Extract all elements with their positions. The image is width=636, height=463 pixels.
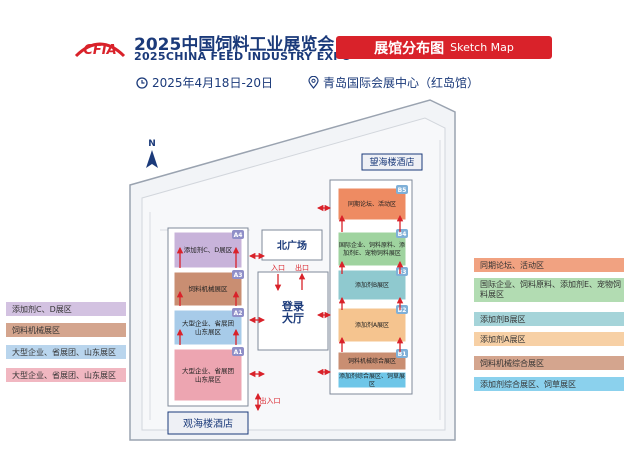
legend-item: 同期论坛、活动区 <box>474 258 624 272</box>
legend-item: 国际企业、饲料原料、添加剂E、宠物饲料展区 <box>474 278 624 302</box>
legend-item: 大型企业、省展团、山东展区 <box>6 345 126 359</box>
logo-text: CFIA <box>83 43 116 58</box>
hall-b1b[interactable]: 添加剂综合展区、饲草展区 <box>337 371 407 389</box>
svg-text:添加剂综合展区、饲草展: 添加剂综合展区、饲草展 <box>339 372 405 380</box>
hall-id-a2: A2 <box>234 310 243 317</box>
hotel-bottom-label: 观海楼酒店 <box>183 417 233 430</box>
clock-icon <box>136 76 148 89</box>
location-pin-icon <box>308 76 319 89</box>
hall-id-a1: A1 <box>234 349 243 356</box>
hall-id-b2: B2 <box>398 307 407 314</box>
hall-label-a4: 添加剂C、D展区 <box>184 245 233 254</box>
cfia-logo: CFIA <box>74 42 126 58</box>
hall-id-a3: A3 <box>234 272 243 279</box>
hotel-top-label: 望海楼酒店 <box>369 156 414 168</box>
svg-text:饲料机械展区: 饲料机械展区 <box>189 284 229 293</box>
map-title-cn: 展馆分布图 <box>374 40 445 57</box>
hall-label-b5: 同期论坛、活动区 <box>348 200 396 208</box>
svg-text:山东展区: 山东展区 <box>195 327 222 336</box>
hall-b3[interactable]: B3 添加剂B展区 <box>337 267 408 301</box>
entrance-exit-label: 出入口 <box>260 396 281 405</box>
legend-item: 大型企业、省展团、山东展区 <box>6 368 126 382</box>
svg-text:山东展区: 山东展区 <box>195 374 222 383</box>
legend-item: 添加剂C、D展区 <box>6 302 126 316</box>
expo-title: 2025中国饲料工业展览会 <box>134 35 335 55</box>
lobby-label-2: 大厅 <box>282 311 304 325</box>
map-title-en: Sketch Map <box>450 41 514 54</box>
svg-text:国际企业、饲料原料、添: 国际企业、饲料原料、添 <box>339 241 405 249</box>
svg-text:区: 区 <box>369 381 375 388</box>
entrance-label: 入口 <box>271 264 285 272</box>
hall-label-a2: 大型企业、省展团 山东展区 <box>182 318 234 336</box>
north-plaza-label: 北广场 <box>277 239 307 252</box>
svg-text:添加剂B展区: 添加剂B展区 <box>355 281 389 289</box>
hall-id-b3: B3 <box>398 269 407 276</box>
legend-item: 饲料机械展区 <box>6 323 126 337</box>
svg-text:大型企业、省展团: 大型企业、省展团 <box>182 366 234 375</box>
expo-title-en: 2025CHINA FEED INDUSTRY EXPO <box>134 50 352 63</box>
hall-id-b5: B5 <box>398 187 407 194</box>
venue-text: 青岛国际会展中心（红岛馆） <box>323 76 480 90</box>
exit-label: 出口 <box>295 263 309 272</box>
hall-b2[interactable]: B2 添加剂A展区 <box>337 305 408 343</box>
flow-arrows <box>176 204 404 412</box>
legend-item: 添加剂A展区 <box>474 332 624 346</box>
lobby-label-1: 登录 <box>281 299 304 313</box>
svg-text:同期论坛、活动区: 同期论坛、活动区 <box>348 200 396 208</box>
compass-north-label: N <box>148 139 156 149</box>
svg-text:添加剂A展区: 添加剂A展区 <box>355 321 389 329</box>
north-arrow-icon <box>146 150 158 168</box>
svg-text:加剂E、宠物饲料展区: 加剂E、宠物饲料展区 <box>343 249 401 257</box>
hall-label-b4: 国际企业、饲料原料、添加剂E、宠物饲料展区 <box>339 241 405 257</box>
legend-item: 饲料机械综合展区 <box>474 356 624 370</box>
legend-item: 添加剂综合展区、饲草展区 <box>474 377 624 391</box>
hotel-top: 望海楼酒店 <box>361 153 423 171</box>
hall-a1[interactable]: A1 大型企业、省展团 山东展区 <box>173 347 244 402</box>
hotel-bottom: 观海楼酒店 <box>167 411 249 435</box>
hall-label-b2: 添加剂A展区 <box>355 321 389 329</box>
legend-item: 添加剂B展区 <box>474 312 624 326</box>
date-text: 2025年4月18日-20日 <box>152 76 274 90</box>
svg-text:大型企业、省展团: 大型企业、省展团 <box>182 318 234 327</box>
hall-id-b4: B4 <box>398 231 407 238</box>
hall-a3[interactable]: A3 饲料机械展区 <box>173 270 244 307</box>
hall-label-a1: 大型企业、省展团 山东展区 <box>182 366 234 384</box>
date-info: 2025年4月18日-20日 <box>136 74 273 91</box>
hall-label-b3: 添加剂B展区 <box>355 281 389 289</box>
hall-b4[interactable]: B4 国际企业、饲料原料、添加剂E、宠物饲料展区 <box>337 229 408 267</box>
compass: N <box>146 139 158 168</box>
venue-info: 青岛国际会展中心（红岛馆） <box>308 74 479 91</box>
hall-id-a4: A4 <box>234 232 243 239</box>
svg-text:饲料机械综合展区: 饲料机械综合展区 <box>348 357 396 365</box>
map-title-banner: 展馆分布图 Sketch Map <box>336 36 552 59</box>
hall-label-b1b: 添加剂综合展区、饲草展区 <box>339 372 405 388</box>
hall-id-b1: B1 <box>398 351 407 358</box>
hall-label-a3: 饲料机械展区 <box>189 284 229 293</box>
hall-label-b1: 饲料机械综合展区 <box>348 357 396 365</box>
svg-text:添加剂C、D展区: 添加剂C、D展区 <box>184 245 233 254</box>
